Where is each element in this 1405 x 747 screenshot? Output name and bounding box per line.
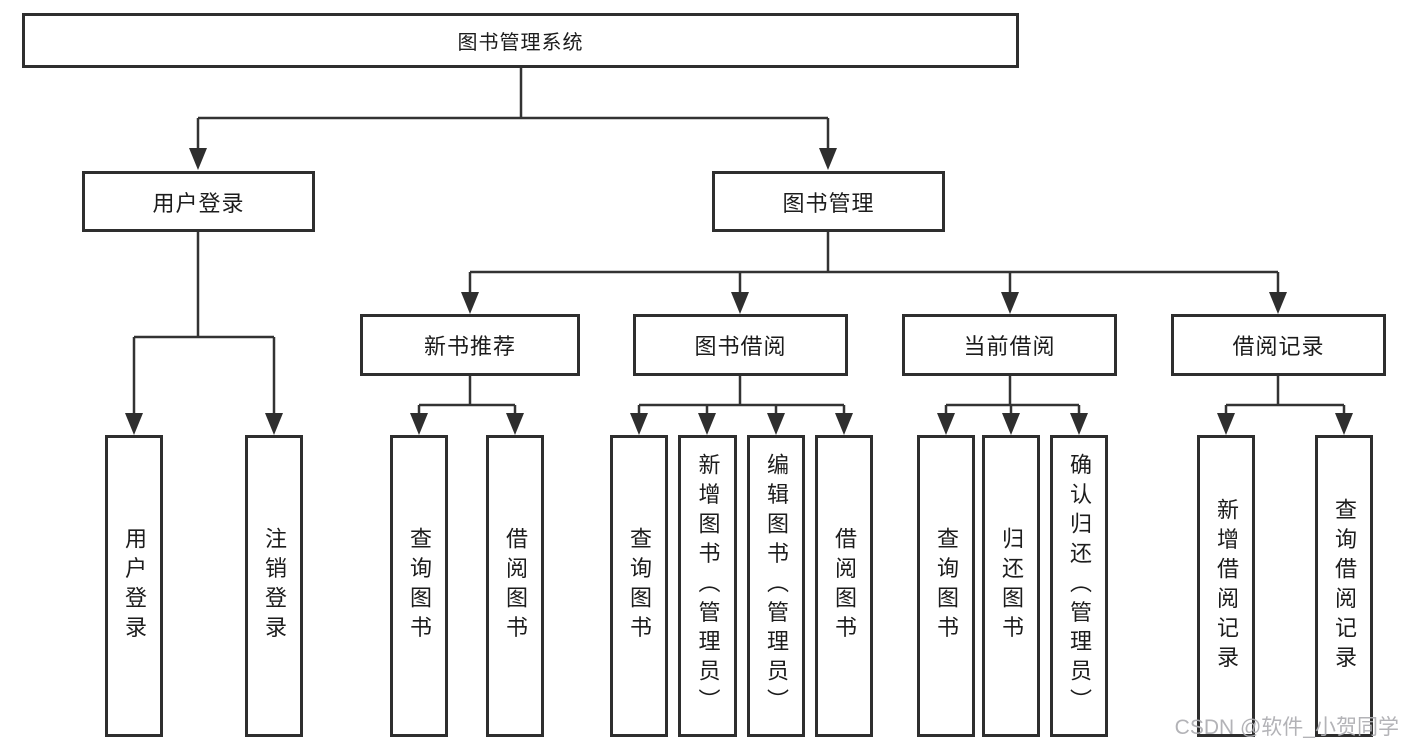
node-label: 查询借阅记录 — [1332, 497, 1357, 675]
node-label: 用户登录 — [122, 527, 147, 645]
csdn-watermark: CSDN @软件_小贺同学 — [1174, 716, 1399, 739]
node-label: 注销登录 — [262, 527, 287, 645]
node-label: 查询图书 — [934, 527, 959, 645]
node-library-management-system: 图书管理系统 — [22, 13, 1019, 68]
leaf-edit-books-admin: 编辑图书（管理员） — [747, 435, 805, 737]
leaf-return-books: 归还图书 — [982, 435, 1040, 737]
node-label: 新增借阅记录 — [1214, 497, 1239, 675]
leaf-logout: 注销登录 — [245, 435, 303, 737]
node-label: 借阅图书 — [832, 527, 857, 645]
node-label: 图书借阅 — [694, 334, 787, 359]
leaf-query-books-recommend: 查询图书 — [390, 435, 448, 737]
node-label: 当前借阅 — [963, 334, 1056, 359]
leaf-borrow-books-recommend: 借阅图书 — [486, 435, 544, 737]
leaf-query-books-current: 查询图书 — [917, 435, 975, 737]
leaf-confirm-return-admin: 确认归还（管理员） — [1050, 435, 1108, 737]
node-label: 查询图书 — [407, 527, 432, 645]
leaf-borrow-books: 借阅图书 — [815, 435, 873, 737]
node-book-borrowing: 图书借阅 — [633, 314, 848, 376]
node-label: 用户登录 — [152, 190, 245, 216]
leaf-add-borrow-record: 新增借阅记录 — [1197, 435, 1255, 737]
node-label: 图书管理系统 — [457, 32, 584, 54]
leaf-query-borrow-record: 查询借阅记录 — [1315, 435, 1373, 737]
node-label: 编辑图书（管理员） — [764, 453, 789, 719]
node-borrowing-records: 借阅记录 — [1171, 314, 1386, 376]
node-book-management: 图书管理 — [712, 171, 945, 232]
node-label: 归还图书 — [999, 527, 1024, 645]
node-label: 新增图书（管理员） — [695, 453, 721, 719]
leaf-user-login: 用户登录 — [105, 435, 163, 737]
leaf-add-books-admin: 新增图书（管理员） — [678, 435, 737, 737]
node-label: 确认归还（管理员） — [1067, 453, 1092, 719]
node-label: 借阅记录 — [1232, 334, 1325, 359]
arrowhead-icons — [125, 148, 1353, 435]
node-current-borrowing: 当前借阅 — [902, 314, 1117, 376]
node-label: 图书管理 — [782, 190, 875, 216]
node-user-login: 用户登录 — [82, 171, 315, 232]
leaf-query-books-borrow: 查询图书 — [610, 435, 668, 737]
node-new-book-recommendation: 新书推荐 — [360, 314, 580, 376]
node-label: 新书推荐 — [423, 334, 516, 359]
node-label: 查询图书 — [627, 527, 652, 645]
node-label: 借阅图书 — [503, 527, 528, 645]
